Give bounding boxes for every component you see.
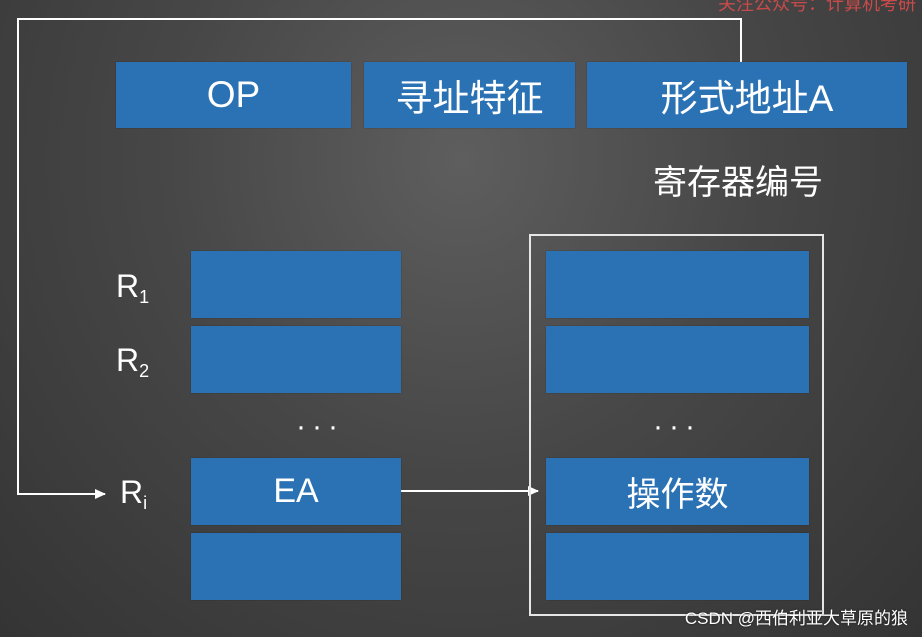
memory-cell-2 <box>546 326 809 393</box>
instruction-addressing-mode-field: 寻址特征 <box>364 62 575 128</box>
csdn-watermark: CSDN @西伯利亚大草原的狼 <box>684 609 908 628</box>
register-cell-next <box>191 533 401 600</box>
memory-ellipsis: ··· <box>653 410 701 443</box>
register-ri-label: Ri <box>120 476 147 512</box>
register-r1-index: 1 <box>139 287 150 307</box>
register-r2-label: R2 <box>116 344 149 380</box>
memory-cell-next <box>546 533 809 600</box>
addressing-mode-label: 寻址特征 <box>395 78 544 119</box>
register-cell-r1 <box>191 251 401 318</box>
register-ri-letter: R <box>120 474 144 510</box>
register-r2-index: 2 <box>139 361 150 381</box>
register-ellipsis: ··· <box>296 410 344 443</box>
memory-cell-1 <box>546 251 809 318</box>
register-number-caption: 寄存器编号 <box>653 164 823 202</box>
register-r1-label: R1 <box>116 270 149 306</box>
instruction-formal-address-field: 形式地址A <box>587 62 907 128</box>
memory-frame <box>529 234 824 616</box>
ea-label: EA <box>273 472 319 510</box>
register-cell-r2 <box>191 326 401 393</box>
register-r1-letter: R <box>116 268 140 304</box>
formal-address-label: 形式地址A <box>660 78 834 119</box>
op-label: OP <box>206 74 261 115</box>
register-ri-index: i <box>143 493 148 513</box>
operand-label: 操作数 <box>626 476 729 514</box>
top-watermark: 关注公众号：计算机考研 <box>718 0 916 14</box>
memory-operand-cell: 操作数 <box>546 458 809 525</box>
register-cell-ri: EA <box>191 458 401 525</box>
instruction-op-field: OP <box>116 62 351 128</box>
formal-address-to-register-arrow <box>17 18 742 499</box>
register-r2-letter: R <box>116 342 140 378</box>
